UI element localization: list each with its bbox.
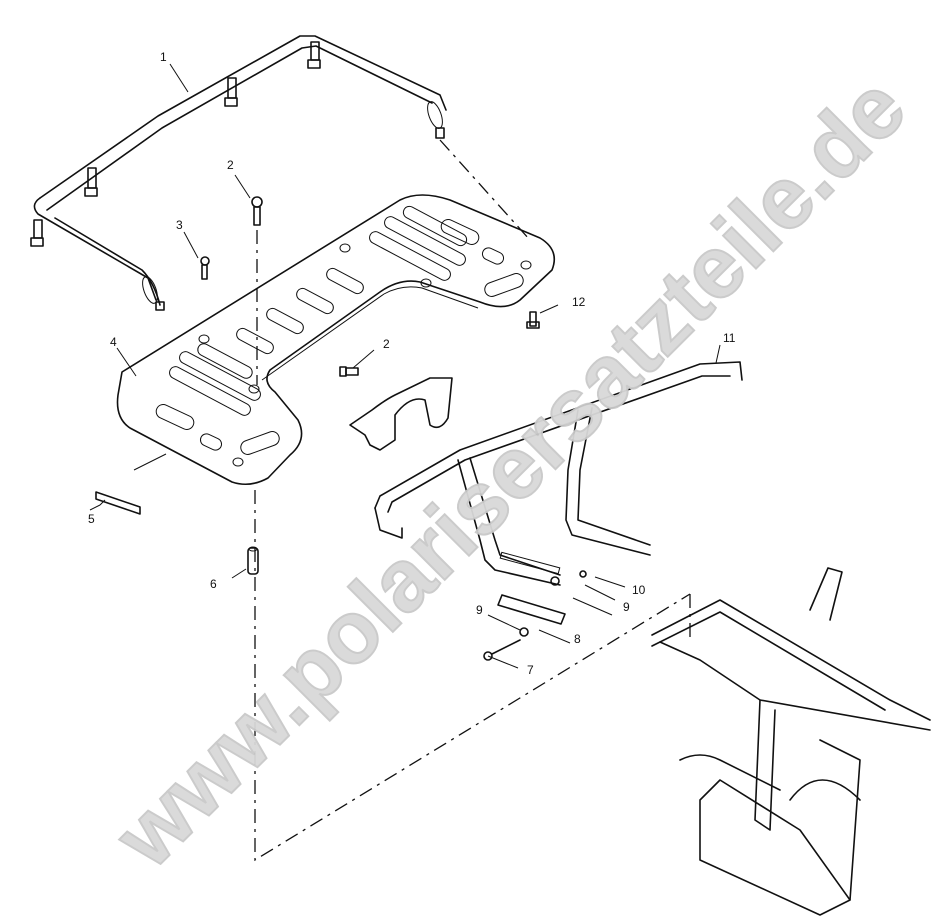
callout-2b: 2 <box>383 337 390 351</box>
reflector-plate-part <box>95 491 141 515</box>
callout-6: 6 <box>210 577 217 591</box>
callout-1: 1 <box>160 50 167 64</box>
vehicle-frame-part <box>651 567 931 916</box>
callout-leaders <box>89 63 721 669</box>
callout-3: 3 <box>176 218 183 232</box>
callout-2: 2 <box>227 158 234 172</box>
callout-4: 4 <box>110 335 117 349</box>
callout-9a: 9 <box>623 600 630 614</box>
support-frame-part <box>374 361 743 586</box>
callout-8: 8 <box>574 632 581 646</box>
callout-11: 11 <box>723 331 736 345</box>
assembly-lines <box>254 139 691 862</box>
spacer-part <box>247 546 259 575</box>
callout-12: 12 <box>572 295 586 309</box>
rack-plate-part <box>116 194 556 486</box>
callout-5: 5 <box>88 512 95 526</box>
hardware-lower <box>483 570 587 661</box>
callout-7: 7 <box>527 663 534 677</box>
rack-rail-part <box>30 35 447 311</box>
callout-9b: 9 <box>476 603 483 617</box>
hardware-top <box>200 196 540 377</box>
bracket-part <box>349 377 453 451</box>
callout-10: 10 <box>632 583 646 597</box>
